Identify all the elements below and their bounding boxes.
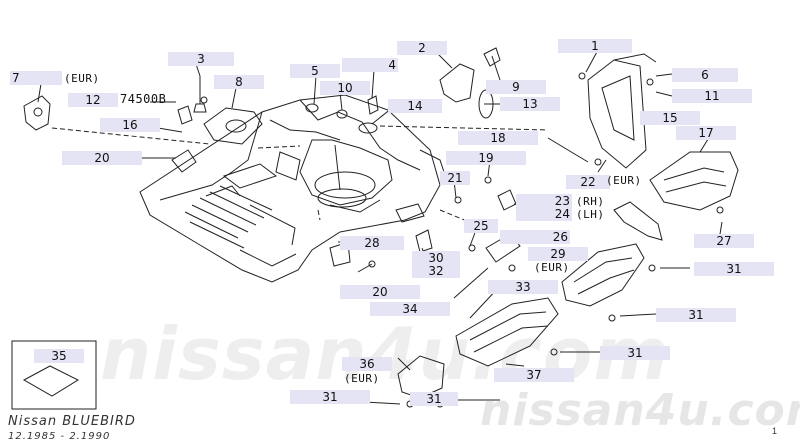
callout-31-b[interactable]: 31 [656, 308, 736, 322]
callout-5[interactable]: 5 [290, 64, 340, 78]
part-35-inset-frame [11, 340, 97, 410]
note-lh: (LH) [576, 208, 605, 221]
note-eur-36: (EUR) [344, 372, 380, 385]
callout-7[interactable]: 7 [10, 71, 62, 85]
callout-22[interactable]: 22 [566, 175, 610, 189]
part-code-74500b: 74500B [120, 92, 167, 106]
callout-31-c[interactable]: 31 [600, 346, 670, 360]
callout-6[interactable]: 6 [672, 68, 738, 82]
callout-20-upper[interactable]: 20 [62, 151, 142, 165]
callout-25[interactable]: 25 [464, 219, 498, 233]
callout-19[interactable]: 19 [446, 151, 526, 165]
callout-20-lower[interactable]: 20 [340, 285, 420, 299]
callout-13[interactable]: 13 [500, 97, 560, 111]
note-eur-29: (EUR) [534, 261, 570, 274]
callout-21[interactable]: 21 [440, 171, 470, 185]
callout-10[interactable]: 10 [320, 81, 370, 95]
callout-8[interactable]: 8 [214, 75, 264, 89]
callout-35[interactable]: 35 [34, 349, 84, 363]
callout-1[interactable]: 1 [558, 39, 632, 53]
callout-9[interactable]: 9 [486, 80, 546, 94]
note-eur-22: (EUR) [606, 174, 642, 187]
callout-30[interactable]: 30 [412, 251, 460, 265]
callout-27[interactable]: 27 [694, 234, 754, 248]
note-eur-7: (EUR) [64, 72, 100, 85]
callout-4[interactable]: 4 [342, 58, 398, 72]
callout-23[interactable]: 23 [516, 194, 572, 208]
part-17-heat-shield [649, 151, 739, 211]
callout-18[interactable]: 18 [458, 131, 538, 145]
part-35-pad [22, 365, 80, 397]
callout-16[interactable]: 16 [100, 118, 160, 132]
watermark-center: nissan4u.com [100, 312, 670, 396]
callout-31-d[interactable]: 31 [290, 390, 370, 404]
callout-34[interactable]: 34 [370, 302, 450, 316]
part-7-bracket [23, 95, 51, 131]
note-rh: (RH) [576, 195, 605, 208]
part-2-bracket [439, 63, 475, 103]
callout-26[interactable]: 26 [500, 230, 570, 244]
callout-11[interactable]: 11 [672, 89, 752, 103]
part-33-heat-shield [455, 297, 559, 367]
part-15-bracket [587, 59, 647, 169]
vehicle-dates: 12.1985 - 2.1990 [8, 431, 111, 442]
callout-32[interactable]: 32 [412, 264, 460, 278]
callout-24[interactable]: 24 [516, 207, 572, 221]
vehicle-model: Nissan BLUEBIRD [8, 414, 136, 429]
page-mark: 1 [772, 426, 778, 436]
rear-floor-panel [139, 94, 441, 283]
callout-12[interactable]: 12 [68, 93, 118, 107]
part-29-heat-shield [561, 243, 645, 307]
watermark-corner: nissan4u.com [480, 385, 800, 436]
callout-15[interactable]: 15 [640, 111, 700, 125]
callout-37[interactable]: 37 [494, 368, 574, 382]
callout-28[interactable]: 28 [340, 236, 404, 250]
callout-2[interactable]: 2 [397, 41, 447, 55]
callout-31-a[interactable]: 31 [694, 262, 774, 276]
callout-29[interactable]: 29 [528, 247, 588, 261]
callout-31-e[interactable]: 31 [410, 392, 458, 406]
callout-17[interactable]: 17 [676, 126, 736, 140]
part-8-cover [203, 107, 263, 145]
callout-36[interactable]: 36 [342, 357, 392, 371]
callout-33[interactable]: 33 [488, 280, 558, 294]
callout-14[interactable]: 14 [388, 99, 442, 113]
callout-3[interactable]: 3 [168, 52, 234, 66]
